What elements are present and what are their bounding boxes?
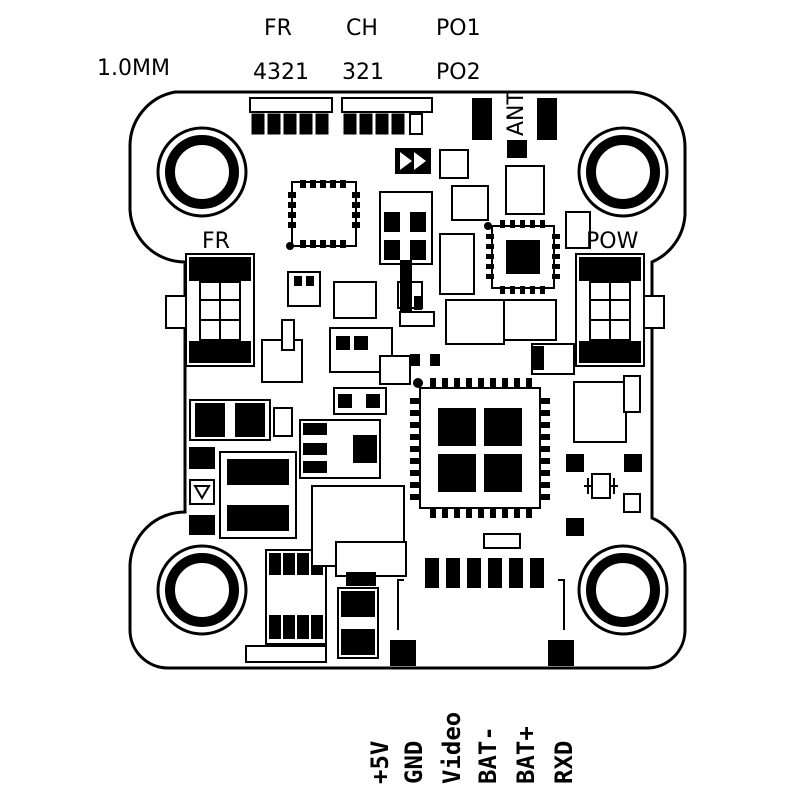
pow-connector-label: POW: [586, 229, 639, 254]
qfn-chip-upper-left: [286, 180, 360, 250]
main-processor-chip: [410, 378, 550, 518]
pad-rxd: [548, 640, 574, 666]
pin-label-video: Video: [438, 711, 466, 784]
mounting-hole-top-right: [577, 126, 669, 218]
pad-5v: [390, 640, 416, 666]
diode-pair: [395, 148, 431, 174]
pin-label-bat-plus: BAT+: [512, 726, 540, 784]
capacitor-bottom-left: [337, 587, 379, 659]
pad-right-3: [566, 518, 584, 536]
passive-component-fills: [281, 212, 544, 586]
pow-connector: [575, 253, 665, 367]
fr-header-pins: [249, 97, 333, 135]
ant-pad-small: [507, 140, 527, 158]
pin-label-bat-minus: BAT-: [474, 726, 502, 784]
ant-pad: [537, 98, 557, 140]
fr-connector-label: FR: [202, 229, 230, 254]
bracket-left: [397, 579, 404, 630]
pad-center-small: [483, 533, 521, 549]
po1-label: PO1: [436, 16, 481, 41]
ch-header-label: CH: [346, 16, 378, 41]
pad-right-2: [624, 454, 642, 472]
pin-label-5v: +5V: [366, 740, 394, 784]
po-pad: [472, 98, 492, 140]
pin-label-rxd: RXD: [550, 740, 578, 784]
crystal: [584, 473, 618, 499]
mounting-hole-top-left: [156, 126, 248, 218]
ant-label: ANT: [504, 91, 529, 136]
fr-header-label: FR: [264, 16, 292, 41]
regulator-center-left: [299, 419, 381, 479]
fr-pin-numbers: 4321: [253, 60, 309, 85]
board-thickness-label: 1.0MM: [97, 56, 170, 81]
ch-header-pins: [341, 97, 433, 135]
bottom-signal-pads: [425, 558, 544, 588]
soic-chip-bottom-left: [265, 549, 327, 645]
pin-label-gnd: GND: [400, 740, 428, 784]
fr-connector: [165, 253, 255, 367]
mounting-hole-bottom-right: [577, 544, 669, 636]
bracket-right: [558, 579, 565, 630]
pad-right-1: [566, 454, 584, 472]
capacitor-block-left: [189, 399, 271, 441]
mounting-hole-bottom-left: [156, 544, 248, 636]
diode-triangle: [189, 447, 215, 535]
inductor-large: [219, 451, 297, 539]
po2-label: PO2: [436, 60, 481, 85]
qfn-chip-right: [484, 220, 560, 294]
ch-pin-numbers: 321: [342, 60, 384, 85]
